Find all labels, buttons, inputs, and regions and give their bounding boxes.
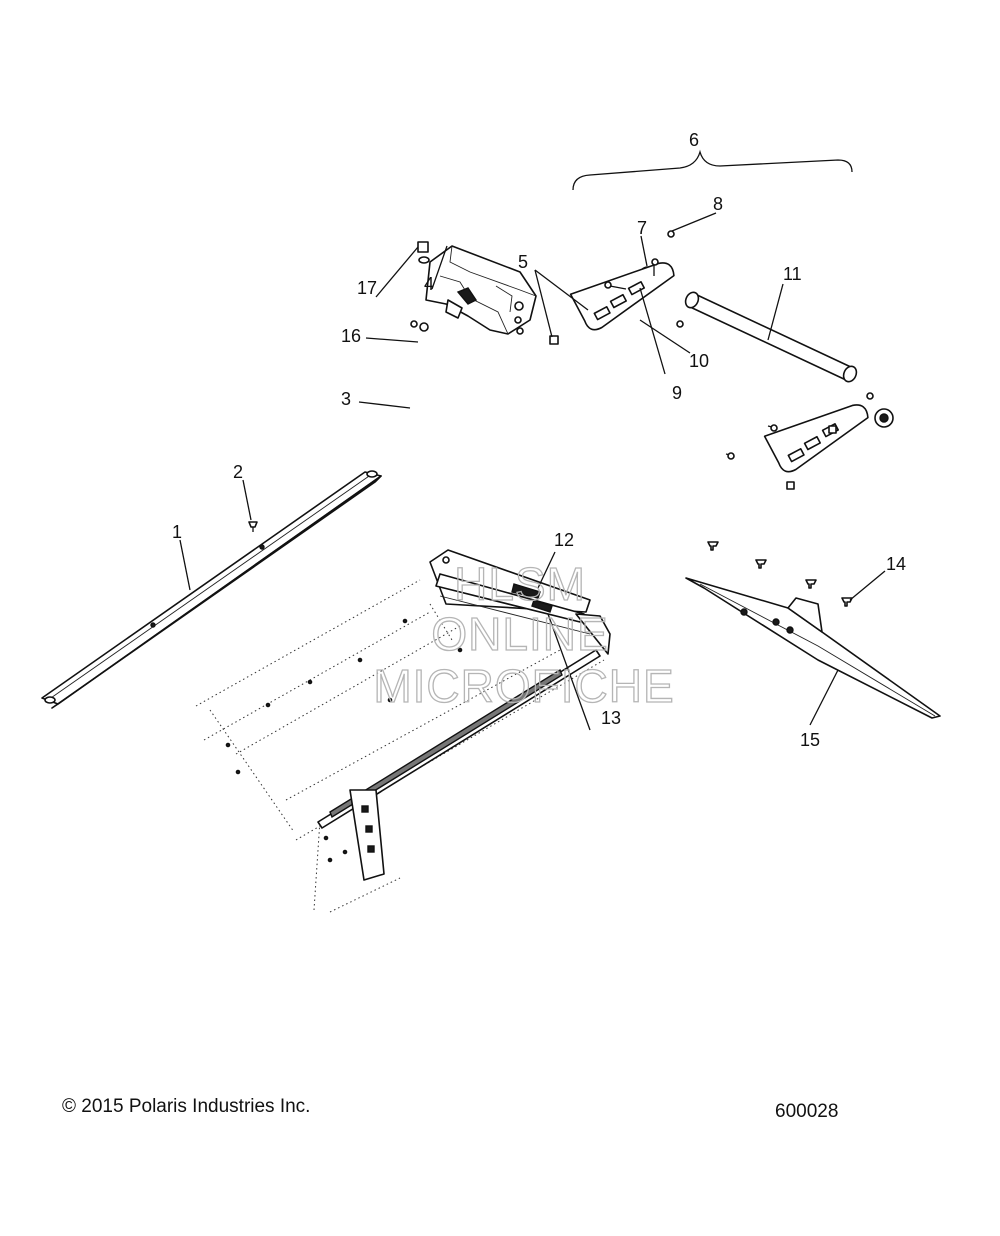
watermark-line-2: ONLINE	[431, 608, 608, 660]
crossbar-tube-part-11	[676, 291, 874, 400]
callout-4: 4	[424, 274, 434, 294]
bolt-part-9	[604, 258, 659, 290]
callout-14: 14	[886, 554, 906, 574]
callout-15: 15	[800, 730, 820, 750]
bed-rail-edge	[317, 649, 601, 829]
callout-3: 3	[341, 389, 351, 409]
callout-11: 11	[783, 264, 802, 284]
washer-part-16	[418, 256, 430, 264]
mount-arm-part-10	[569, 262, 675, 331]
watermark-line-1: HLSM	[454, 558, 586, 610]
watermark-line-3: MICROFICHE	[373, 660, 674, 712]
mount-arm-right	[725, 404, 894, 490]
watermark: HLSM ONLINE MICROFICHE	[373, 557, 675, 712]
callout-17: 17	[357, 278, 377, 298]
copyright-notice: © 2015 Polaris Industries Inc.	[62, 1096, 311, 1117]
callout-labels: 1 2 3 4 5 6 7 8 9 10 11 12 13 14 15 16 1…	[172, 130, 906, 750]
push-rivet-part-14	[707, 541, 853, 607]
callout-13: 13	[601, 708, 621, 728]
callout-1: 1	[172, 522, 182, 542]
screw-part-8	[667, 230, 675, 238]
callout-5: 5	[518, 252, 528, 272]
callout-10: 10	[689, 351, 709, 371]
assembly-brace-6	[572, 149, 853, 191]
rail-strip-part-1	[41, 470, 382, 709]
fastener-part-17	[417, 241, 429, 253]
callout-7: 7	[637, 218, 647, 238]
skid-plate-part-15	[685, 577, 941, 719]
figure-number: 600028	[775, 1101, 839, 1122]
callout-6: 6	[689, 130, 699, 150]
console-cover-part-4	[425, 245, 537, 335]
seal-strip-part-13	[439, 595, 591, 635]
screw-part-2	[248, 521, 258, 532]
screw-part-3	[410, 320, 429, 332]
callout-2: 2	[233, 462, 243, 482]
callout-16: 16	[341, 326, 361, 346]
callout-8: 8	[713, 194, 723, 214]
callout-12: 12	[554, 530, 574, 550]
callout-9: 9	[672, 383, 682, 403]
bed-support-bracket	[349, 789, 385, 881]
leader-lines	[179, 212, 886, 731]
